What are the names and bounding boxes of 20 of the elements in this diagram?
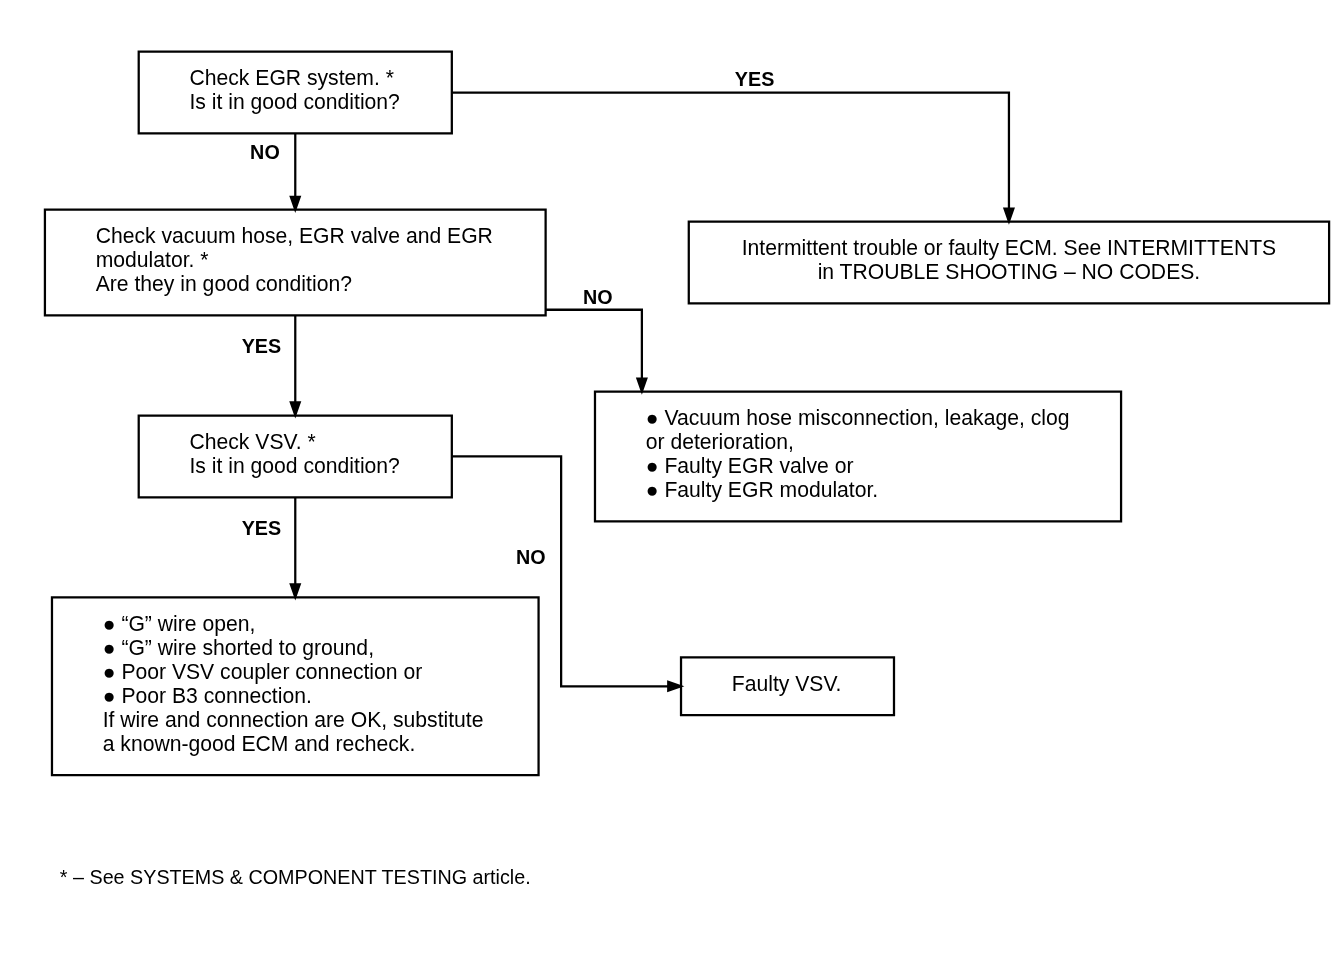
node-box: Intermittent trouble or faulty ECM. See INTERMITTENTS in TROUBLE SHOOTING – NO CODES.	[687, 219, 1331, 305]
node-box: Check VSV. * Is it in good condition?	[137, 413, 453, 498]
edge-label: YES	[734, 67, 775, 90]
arrow	[289, 497, 302, 600]
label: * – See SYSTEMS & COMPONENT TESTING article.	[59, 865, 531, 888]
arrow	[289, 133, 302, 213]
arrow	[451, 90, 1015, 225]
node-box: Check EGR system. * Is it in good condition?	[137, 50, 453, 135]
edge-label: NO	[583, 285, 613, 308]
arrow	[289, 315, 302, 419]
arrow	[451, 454, 685, 692]
node-box: Check vacuum hose, EGR valve and EGR modulator. * Are they in good condition?	[43, 208, 547, 316]
edge-label: NO	[250, 140, 280, 163]
node-box: Faulty VSV.	[679, 655, 896, 716]
edge-label: YES	[241, 334, 282, 357]
arrow	[545, 308, 648, 395]
node-box: ● Vacuum hose misconnection, leakage, clog or deterioration, ● Faulty EGR valve or ● Faulty EGR modulator.	[593, 389, 1123, 522]
edge-label: YES	[241, 516, 282, 539]
edge-label: NO	[516, 545, 546, 568]
node-box: ● “G” wire open, ● “G” wire shorted to ground, ● Poor VSV coupler connection or ● Poor B3 connection. If wire and connection are OK, substitute a known-good ECM and recheck.	[50, 595, 540, 776]
